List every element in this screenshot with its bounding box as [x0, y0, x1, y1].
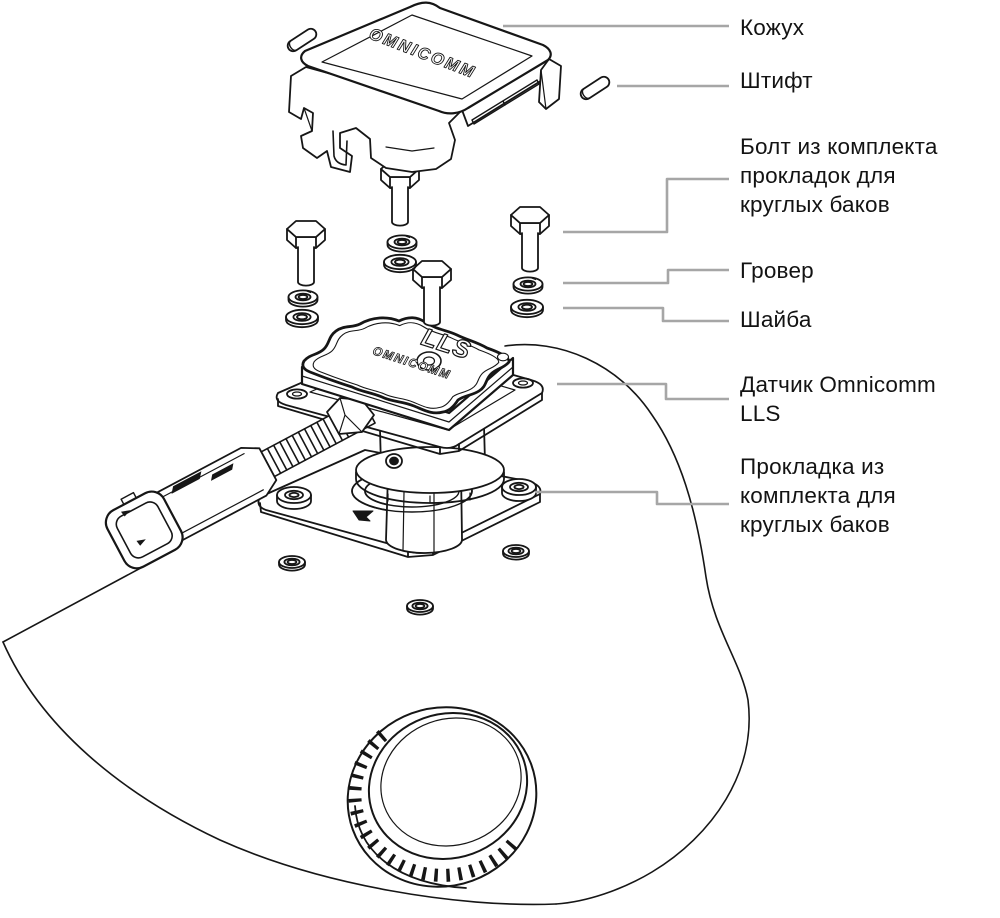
label-washer: Шайба: [740, 305, 812, 334]
cable-gland-hex: [326, 397, 375, 435]
leader-lines: [503, 24, 729, 506]
label-cover-line: Кожух: [740, 15, 805, 40]
label-spring-washer: Гровер: [740, 256, 814, 285]
leader-washer: [563, 306, 729, 323]
tank-flange-ring: [346, 706, 538, 889]
label-sensor-line: Датчик Omnicomm: [740, 372, 936, 397]
label-cover: Кожух: [740, 13, 804, 42]
label-pin-line: Штифт: [740, 68, 813, 93]
tank-surface-outline: [2, 343, 750, 906]
label-sensor-line: LLS: [740, 401, 781, 426]
label-gasket-line: круглых баков: [740, 512, 890, 537]
label-bolt: Болт из комплекта прокладок для круглых …: [740, 132, 938, 219]
leader-spring-washer: [563, 268, 729, 285]
label-washer-line: Шайба: [740, 307, 812, 332]
sensor-body: LLS OMNICOMM: [300, 316, 515, 432]
label-bolt-line: круглых баков: [740, 192, 890, 217]
label-gasket-line: Прокладка из: [740, 454, 885, 479]
leader-bolt: [563, 177, 729, 234]
bolts: [286, 160, 550, 327]
label-bolt-line: Болт из комплекта: [740, 134, 938, 159]
label-gasket-line: комплекта для: [740, 483, 896, 508]
leader-sensor: [557, 382, 729, 401]
label-bolt-line: прокладок для: [740, 163, 896, 188]
flat-washers: [285, 253, 544, 329]
leader-gasket: [535, 490, 729, 506]
label-pin: Штифт: [740, 66, 813, 95]
label-sensor: Датчик Omnicomm LLS: [740, 370, 936, 428]
cover: OMNICOMM: [288, 1, 562, 173]
label-gasket: Прокладка из комплекта для круглых баков: [740, 452, 896, 539]
label-spring-washer-line: Гровер: [740, 258, 814, 283]
